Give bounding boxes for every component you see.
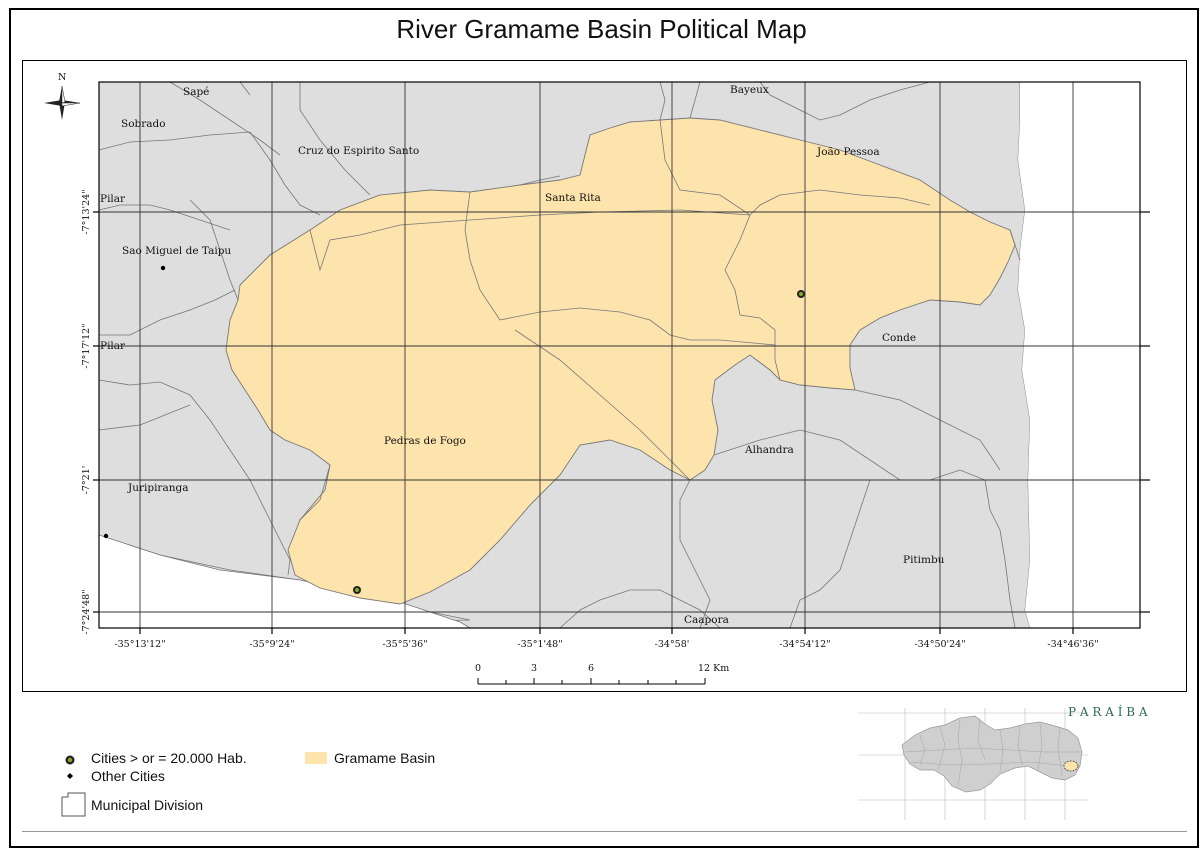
lon-label: -34°58' xyxy=(655,639,690,650)
label-joao-pessoa: João Pessoa xyxy=(816,146,880,158)
label-alhandra: Alhandra xyxy=(744,444,794,456)
graticule xyxy=(99,82,1140,628)
svg-text:12 Km: 12 Km xyxy=(698,663,729,674)
label-sao-miguel: Sao Miguel de Taipu xyxy=(122,245,231,257)
lon-label: -35°9'24" xyxy=(249,639,294,650)
label-pedras-de-fogo: Pedras de Fogo xyxy=(384,435,466,447)
gramame-basin xyxy=(225,117,1016,605)
svg-text:0: 0 xyxy=(475,663,481,674)
basin-legend-swatch xyxy=(305,752,327,764)
lat-label: -7°17'12" xyxy=(81,323,92,368)
label-pilar-2: Pilar xyxy=(100,340,126,352)
municipal-division-legend-icon xyxy=(61,792,86,817)
lon-label: -35°5'36" xyxy=(382,639,427,650)
map-title: River Gramame Basin Political Map xyxy=(396,14,807,44)
label-sape: Sapé xyxy=(183,86,209,98)
scale-bar: 0 3 6 12 Km xyxy=(475,663,729,685)
lat-label: -7°24'48" xyxy=(81,589,92,634)
legend-basin: Gramame Basin xyxy=(334,750,436,766)
label-caapora: Caapora xyxy=(684,614,729,626)
legend-symbols xyxy=(61,752,327,817)
north-arrow-icon: N xyxy=(44,72,81,120)
other-city-legend-icon xyxy=(67,773,73,779)
inset-title: P A R A Í B A xyxy=(1068,704,1148,719)
label-santa-rita: Santa Rita xyxy=(545,192,601,204)
lon-label: -35°1'48" xyxy=(517,639,562,650)
latitude-labels: -7°13'24" -7°17'12" -7°21' -7°24'48" xyxy=(81,189,92,634)
label-pilar-1: Pilar xyxy=(100,193,126,205)
label-sobrado: Sobrado xyxy=(121,118,166,130)
map-frame xyxy=(22,60,1187,692)
lon-label: -35°13'12" xyxy=(114,639,165,650)
svg-text:6: 6 xyxy=(588,663,594,674)
city-markers xyxy=(103,265,805,594)
label-pitimbu: Pitimbu xyxy=(903,554,945,566)
lat-label: -7°21' xyxy=(81,466,92,495)
legend-big-cities: Cities > or = 20.000 Hab. xyxy=(91,750,247,766)
label-bayeux: Bayeux xyxy=(730,84,769,96)
label-cruz: Cruz do Espirito Santo xyxy=(298,145,419,157)
lon-label: -34°50'24" xyxy=(914,639,965,650)
data-frame xyxy=(93,81,1150,634)
svg-text:N: N xyxy=(58,72,66,83)
label-conde: Conde xyxy=(882,332,916,344)
municipality-labels: Sapé Sobrado Cruz do Espirito Santo Baye… xyxy=(100,84,945,626)
label-juripiranga: Juripiranga xyxy=(127,482,188,494)
svg-text:3: 3 xyxy=(531,663,537,674)
municipal-division-lines xyxy=(98,81,1021,629)
legend-other-cities: Other Cities xyxy=(91,768,165,784)
map-page-border xyxy=(9,8,1199,848)
paraiba-inset-map: P A R A Í B A xyxy=(858,704,1148,820)
lat-label: -7°13'24" xyxy=(81,189,92,234)
longitude-labels: -35°13'12" -35°9'24" -35°5'36" -35°1'48"… xyxy=(114,639,1098,650)
legend-municipal-division: Municipal Division xyxy=(91,797,204,813)
lon-label: -34°46'36" xyxy=(1047,639,1098,650)
lon-label: -34°54'12" xyxy=(779,639,830,650)
bottom-divider xyxy=(22,831,1187,832)
